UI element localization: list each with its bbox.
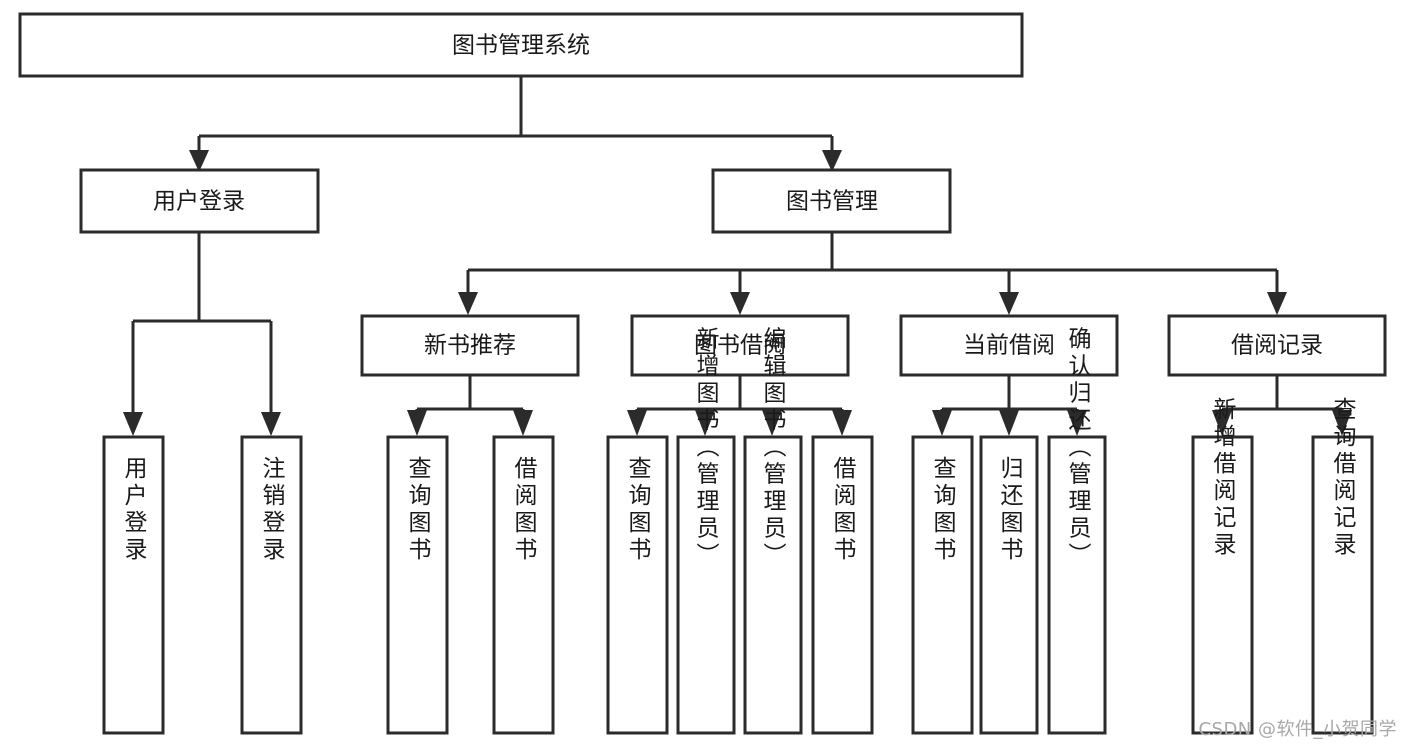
leaf-add-book-admin[interactable]: 新增图书（管理员） — [676, 327, 736, 735]
node-book-borrow-box[interactable] — [630, 314, 850, 377]
arrow-head-icon — [832, 410, 852, 436]
node-new-book-recommend-label: 新书推荐 — [424, 333, 516, 359]
arrow-head-icon — [123, 412, 143, 436]
node-new-book-recommend-box[interactable] — [360, 314, 580, 377]
leaf-add-borrow-record[interactable]: 新增借阅记录 — [1191, 397, 1254, 735]
leaf-edit-book-admin-box[interactable] — [743, 435, 803, 735]
arrow-head-icon — [822, 150, 842, 172]
leaf-confirm-return-admin-box[interactable] — [1047, 435, 1107, 735]
leaf-return-book-box[interactable] — [979, 435, 1039, 735]
node-book-management-label: 图书管理 — [786, 189, 878, 215]
leaf-query-book-newbook-label: 查询图书 — [404, 456, 432, 564]
node-root-label: 图书管理系统 — [452, 33, 590, 59]
arrow-head-icon — [407, 410, 427, 436]
node-new-book-recommend[interactable]: 新书推荐 — [360, 314, 580, 377]
arrow-head-icon — [627, 410, 647, 436]
leaf-edit-book-admin-label: 编辑图书（管理员） — [759, 327, 787, 570]
node-current-borrow-box[interactable] — [899, 314, 1119, 377]
arrow-head-icon — [762, 410, 782, 436]
leaf-query-book-newbook[interactable]: 查询图书 — [386, 435, 449, 735]
leaf-query-book-newbook-box[interactable] — [386, 435, 449, 735]
leaf-query-book-borrow-label: 查询图书 — [624, 456, 652, 564]
leaf-add-book-admin-box[interactable] — [676, 435, 736, 735]
leaf-user-login-label: 用户登录 — [120, 456, 148, 564]
node-root-box[interactable] — [18, 12, 1024, 78]
arrow-head-icon — [999, 292, 1019, 315]
leaf-borrow-book[interactable]: 借阅图书 — [811, 435, 874, 735]
arrow-head-icon — [999, 410, 1019, 436]
leaf-query-borrow-record-label: 查询借阅记录 — [1329, 397, 1357, 559]
node-book-borrow[interactable]: 图书借阅 — [630, 314, 850, 377]
node-user-login-label: 用户登录 — [153, 189, 245, 215]
leaf-borrow-book-box[interactable] — [811, 435, 874, 735]
leaf-query-borrow-record[interactable]: 查询借阅记录 — [1311, 397, 1374, 735]
leaf-logout[interactable]: 注销登录 — [240, 435, 303, 735]
node-current-borrow-label: 当前借阅 — [963, 333, 1055, 359]
arrow-head-icon — [932, 410, 952, 436]
node-root[interactable]: 图书管理系统 — [18, 12, 1024, 78]
node-current-borrow[interactable]: 当前借阅 — [899, 314, 1119, 377]
leaf-add-book-admin-label: 新增图书（管理员） — [692, 327, 720, 570]
node-book-management-box[interactable] — [711, 168, 952, 234]
arrow-head-icon — [513, 410, 533, 436]
leaf-query-book-borrow-box[interactable] — [606, 435, 669, 735]
arrow-head-icon — [189, 150, 209, 172]
arrow-head-icon — [1267, 292, 1287, 315]
arrow-head-icon — [695, 410, 715, 436]
leaf-confirm-return-admin-label: 确认归还（管理员） — [1064, 327, 1092, 570]
leaf-borrow-book-newbook-box[interactable] — [492, 435, 555, 735]
leaf-logout-box[interactable] — [240, 435, 303, 735]
leaf-add-borrow-record-box[interactable] — [1191, 435, 1254, 735]
leaf-add-borrow-record-label: 新增借阅记录 — [1209, 397, 1237, 559]
leaf-edit-book-admin[interactable]: 编辑图书（管理员） — [743, 327, 803, 735]
leaf-query-book-borrow[interactable]: 查询图书 — [606, 435, 669, 735]
leaf-borrow-book-label: 借阅图书 — [829, 456, 857, 564]
node-book-borrow-label: 图书借阅 — [694, 333, 786, 359]
arrow-head-icon — [1067, 410, 1087, 436]
node-borrow-record[interactable]: 借阅记录 — [1167, 314, 1387, 377]
leaf-borrow-book-newbook-label: 借阅图书 — [510, 456, 538, 564]
node-book-management[interactable]: 图书管理 — [711, 168, 952, 234]
arrow-head-icon — [730, 292, 750, 315]
leaf-query-book-current-label: 查询图书 — [929, 456, 957, 564]
arrow-head-icon — [458, 292, 478, 315]
csdn-watermark: CSDN @软件_小贺同学 — [1198, 719, 1397, 740]
leaf-confirm-return-admin[interactable]: 确认归还（管理员） — [1047, 327, 1107, 735]
leaf-query-book-current-box[interactable] — [911, 435, 974, 735]
leaf-logout-label: 注销登录 — [258, 456, 286, 564]
node-borrow-record-label: 借阅记录 — [1231, 333, 1323, 359]
node-user-login-box[interactable] — [79, 168, 320, 234]
leaf-user-login[interactable]: 用户登录 — [102, 435, 165, 735]
leaf-query-book-current[interactable]: 查询图书 — [911, 435, 974, 735]
leaf-query-borrow-record-box[interactable] — [1311, 435, 1374, 735]
node-borrow-record-box[interactable] — [1167, 314, 1387, 377]
leaf-return-book-label: 归还图书 — [996, 456, 1024, 564]
arrow-head-icon — [1212, 410, 1232, 436]
node-user-login[interactable]: 用户登录 — [79, 168, 320, 234]
connector-layer — [123, 76, 1352, 436]
leaf-return-book[interactable]: 归还图书 — [979, 435, 1039, 735]
arrow-head-icon — [1332, 410, 1352, 436]
arrow-head-icon — [261, 412, 281, 436]
leaf-user-login-box[interactable] — [102, 435, 165, 735]
leaf-borrow-book-newbook[interactable]: 借阅图书 — [492, 435, 555, 735]
